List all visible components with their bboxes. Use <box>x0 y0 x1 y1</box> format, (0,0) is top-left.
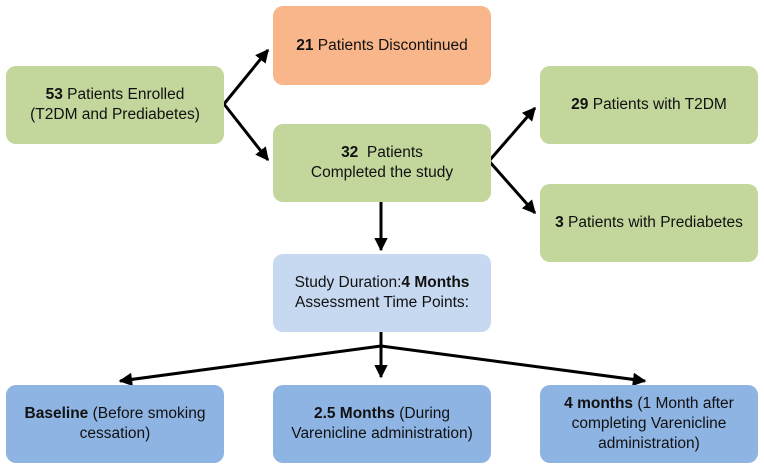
end-line2: completing Varenicline <box>571 415 727 432</box>
mid-box: 2.5 Months (During Varenicline administr… <box>273 385 491 463</box>
baseline-line2: cessation) <box>79 425 151 442</box>
enrolled-box: 53 Patients Enrolled (T2DM and Prediabet… <box>6 66 224 144</box>
end-line1: 4 months (1 Month after <box>564 395 734 412</box>
duration-box: Study Duration:4 Months Assessment Time … <box>273 254 491 332</box>
end-box: 4 months (1 Month after completing Varen… <box>540 385 758 463</box>
arrow-to-discontinued <box>222 48 270 105</box>
arrow-to-baseline <box>118 344 382 387</box>
mid-line2: Varenicline administration) <box>291 425 473 442</box>
mid-line1: 2.5 Months (During <box>313 405 451 422</box>
end-line3: administration) <box>598 435 700 452</box>
prediabetes-text: 3 Patients with Prediabetes <box>555 214 743 231</box>
completed-box: 32 Patients Completed the study <box>273 124 491 202</box>
discontinued-box: 21 Patients Discontinued <box>273 6 491 85</box>
arrow-to-end <box>380 344 647 387</box>
t2dm-text: 29 Patients with T2DM <box>571 96 727 113</box>
duration-line2: Assessment Time Points: <box>294 294 469 311</box>
completed-line1: 32 Patients <box>341 144 423 161</box>
baseline-box: Baseline (Before smoking cessation) <box>6 385 224 463</box>
t2dm-box: 29 Patients with T2DM <box>540 66 758 144</box>
completed-line2: Completed the study <box>310 164 454 181</box>
discontinued-text: 21 Patients Discontinued <box>296 36 468 54</box>
prediabetes-box: 3 Patients with Prediabetes <box>540 184 758 262</box>
baseline-line1: Baseline (Before smoking <box>24 405 206 422</box>
arrow-to-prediabetes <box>487 160 537 215</box>
duration-line1: Study Duration:4 Months <box>294 274 470 291</box>
enrolled-line1: 53 Patients Enrolled <box>45 86 185 103</box>
arrow-to-completed <box>222 103 270 162</box>
enrolled-line2: (T2DM and Prediabetes) <box>30 106 200 123</box>
arrow-to-t2dm <box>487 106 537 162</box>
